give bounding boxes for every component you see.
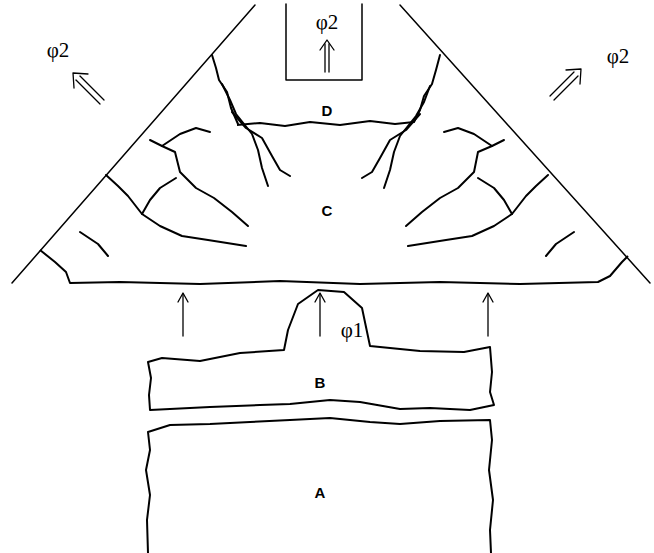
region-outline-path [148, 290, 494, 410]
right-wall [400, 5, 650, 283]
flux-label: φ1 [341, 318, 364, 343]
region-letter: A [315, 484, 326, 501]
region-letter: D [322, 102, 333, 119]
region-shape: D [230, 95, 420, 135]
region-outline [38, 50, 633, 286]
double-arrow [73, 73, 104, 104]
region-shape: B [145, 286, 497, 414]
left-wall [12, 5, 255, 283]
cracks [80, 55, 574, 256]
region-outline-path [146, 418, 493, 553]
flux-label: φ2 [316, 10, 339, 35]
flux-arrow [178, 293, 493, 336]
region-letter: C [322, 202, 333, 219]
region-shape: C [38, 50, 633, 286]
region-outline-path [237, 121, 414, 126]
top-notch [286, 4, 362, 80]
region-outline-path [40, 250, 628, 284]
flux-label: φ2 [47, 38, 70, 63]
double-arrow [320, 40, 334, 72]
region-shape: A [144, 414, 496, 553]
region-outline [145, 286, 497, 414]
double-arrow [550, 69, 581, 100]
flux-label: φ2 [607, 44, 630, 69]
region-letter: B [315, 374, 326, 391]
